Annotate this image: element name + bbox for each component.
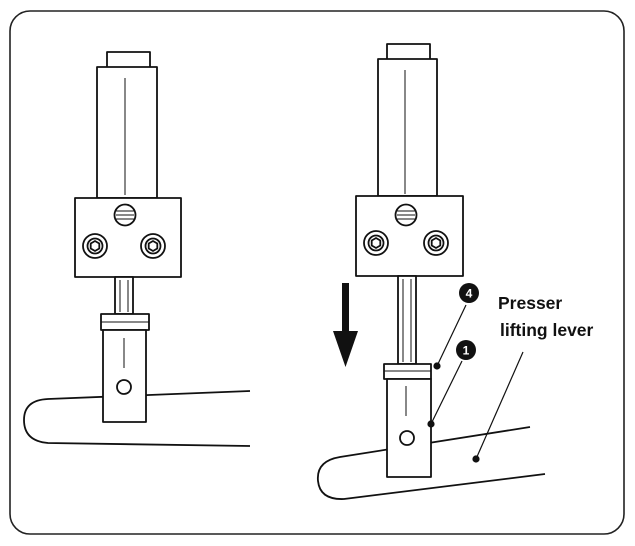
left-rod [114,276,134,315]
right-rod [397,275,417,365]
callout-leaders [427,304,524,463]
callout-badge-4: 4 [459,283,479,303]
right-assembly [317,43,546,500]
label-presser-line1: Presser [498,293,563,313]
down-arrow-icon [333,283,358,367]
right-collar-hole [399,430,415,446]
leader-part-1 [430,360,463,425]
callout-badge-1-text: 1 [463,344,470,358]
left-collar-hole [116,379,132,395]
left-cylinder [96,66,158,199]
callout-badge-1: 1 [456,340,476,360]
slotted-screw-icon [394,203,418,227]
callout-badge-4-text: 4 [466,287,473,301]
hex-socket-screw-icon [363,230,389,256]
label-presser-line2: lifting lever [500,320,594,340]
slotted-screw-icon [113,203,137,227]
leader-part-4 [436,304,467,367]
left-top-cap [106,51,151,69]
right-top-cap [386,43,431,61]
leader-presser-lifting-lever [475,351,524,460]
right-collar [386,378,432,478]
hex-socket-screw-icon [423,230,449,256]
hex-socket-screw-icon [140,233,166,259]
left-assembly [23,51,251,447]
hex-socket-screw-icon [82,233,108,259]
right-cylinder [377,58,438,197]
